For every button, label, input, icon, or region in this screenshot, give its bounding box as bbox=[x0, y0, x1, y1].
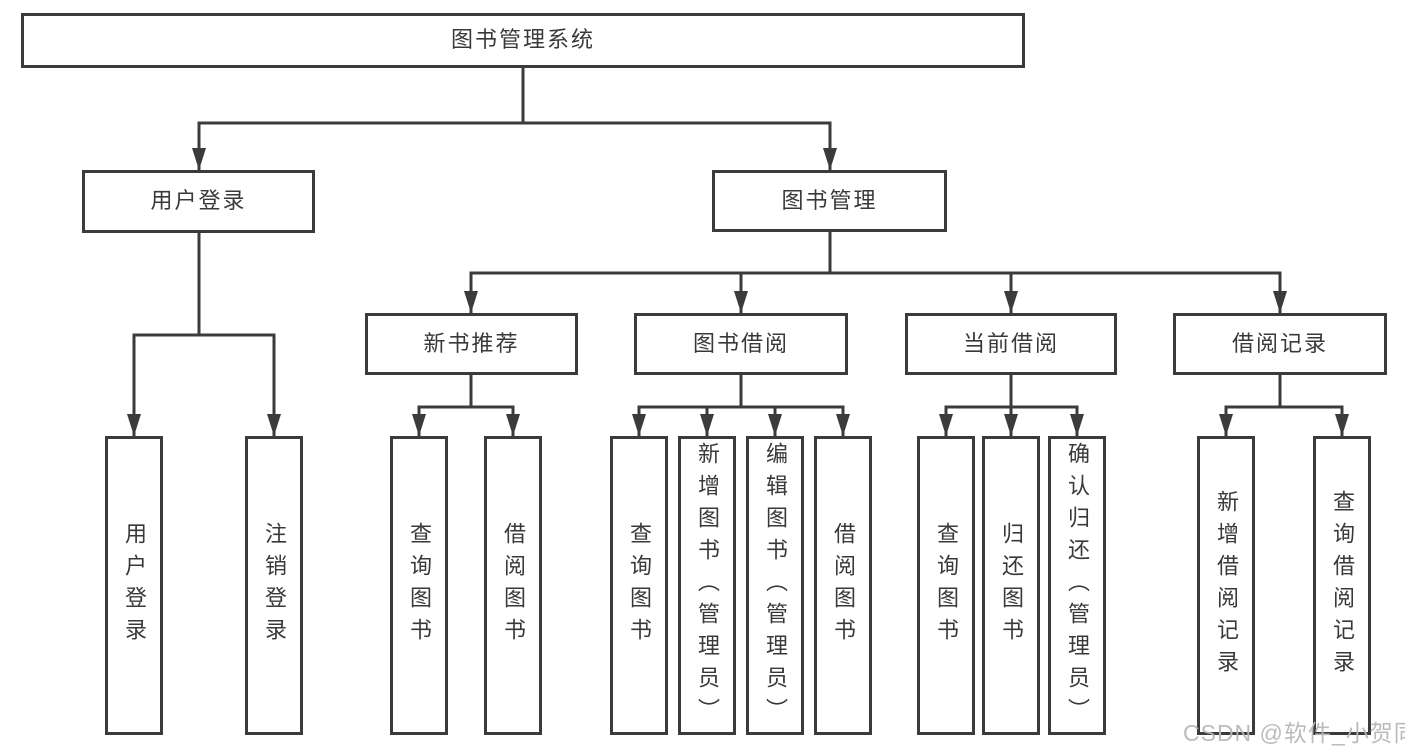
node-borrowing-records: 借阅记录 bbox=[1173, 313, 1387, 375]
node-book-borrowing: 图书借阅 bbox=[634, 313, 848, 375]
csdn-watermark: CSDN @软件_小贺同学 bbox=[1183, 720, 1405, 746]
leaf-cb-query-books: 查询图书 bbox=[917, 436, 975, 735]
node-library-management-system: 图书管理系统 bbox=[21, 13, 1025, 68]
leaf-cb-return-books: 归还图书 bbox=[982, 436, 1040, 735]
leaf-user-login: 用户登录 bbox=[105, 436, 163, 735]
node-book-management: 图书管理 bbox=[712, 170, 947, 232]
leaf-bb-borrow-books: 借阅图书 bbox=[814, 436, 872, 735]
leaf-cb-confirm-return-admin: 确认归还（管理员） bbox=[1048, 436, 1106, 735]
node-current-borrowing: 当前借阅 bbox=[905, 313, 1117, 375]
leaf-bb-add-books-admin: 新增图书（管理员） bbox=[678, 436, 736, 735]
leaf-br-query-record: 查询借阅记录 bbox=[1313, 436, 1371, 735]
node-new-book-recommendation: 新书推荐 bbox=[365, 313, 578, 375]
leaf-bb-query-books: 查询图书 bbox=[610, 436, 668, 735]
leaf-nb-query-books: 查询图书 bbox=[390, 436, 448, 735]
leaf-br-add-record: 新增借阅记录 bbox=[1197, 436, 1255, 735]
leaf-bb-edit-books-admin: 编辑图书（管理员） bbox=[746, 436, 804, 735]
leaf-nb-borrow-books: 借阅图书 bbox=[484, 436, 542, 735]
leaf-logout-login: 注销登录 bbox=[245, 436, 303, 735]
node-user-login-branch: 用户登录 bbox=[82, 170, 315, 233]
